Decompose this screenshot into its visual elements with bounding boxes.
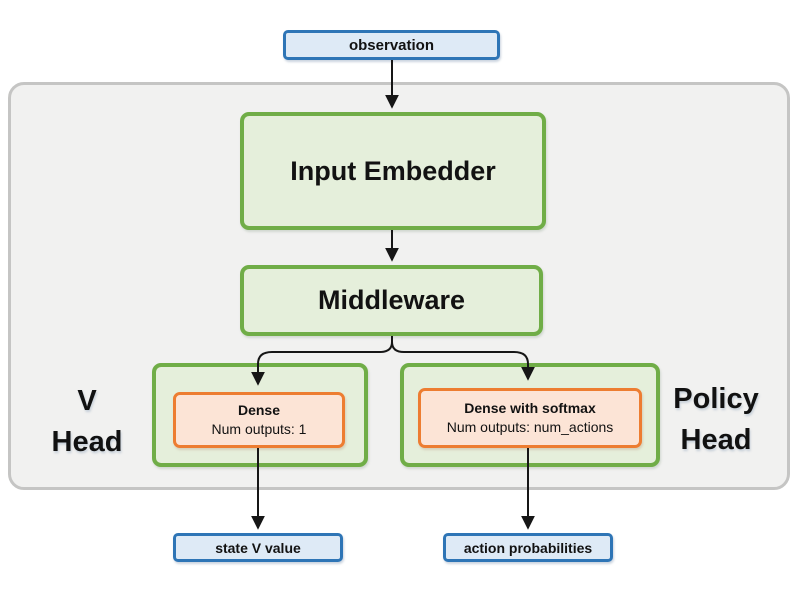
policy-dense-node: Dense with softmax Num outputs: num_acti…: [418, 388, 642, 448]
v-dense-title: Dense: [237, 402, 281, 418]
state-v-value-label: state V value: [215, 539, 301, 556]
v-dense-node: Dense Num outputs: 1: [173, 392, 345, 448]
policy-dense-title: Dense with softmax: [464, 400, 596, 416]
policy-dense-subtitle: Num outputs: num_actions: [446, 419, 614, 435]
middleware-label: Middleware: [317, 285, 466, 315]
action-probabilities-node: action probabilities: [443, 533, 613, 562]
policy-head-label-line2: Head: [680, 424, 752, 456]
v-head-label-line1: V: [77, 385, 97, 417]
v-head-label: V Head: [28, 381, 146, 463]
state-v-value-node: state V value: [173, 533, 343, 562]
policy-head-label-line1: Policy: [673, 383, 759, 415]
v-head-label-line2: Head: [51, 426, 123, 458]
input-embedder-label: Input Embedder: [290, 155, 496, 186]
observation-node: observation: [283, 30, 500, 60]
action-probabilities-label: action probabilities: [463, 539, 593, 556]
v-dense-subtitle: Num outputs: 1: [211, 421, 307, 437]
middleware-node: Middleware: [240, 265, 543, 336]
policy-head-label: Policy Head: [653, 379, 779, 461]
observation-label: observation: [348, 36, 435, 54]
input-embedder-node: Input Embedder: [240, 112, 546, 230]
